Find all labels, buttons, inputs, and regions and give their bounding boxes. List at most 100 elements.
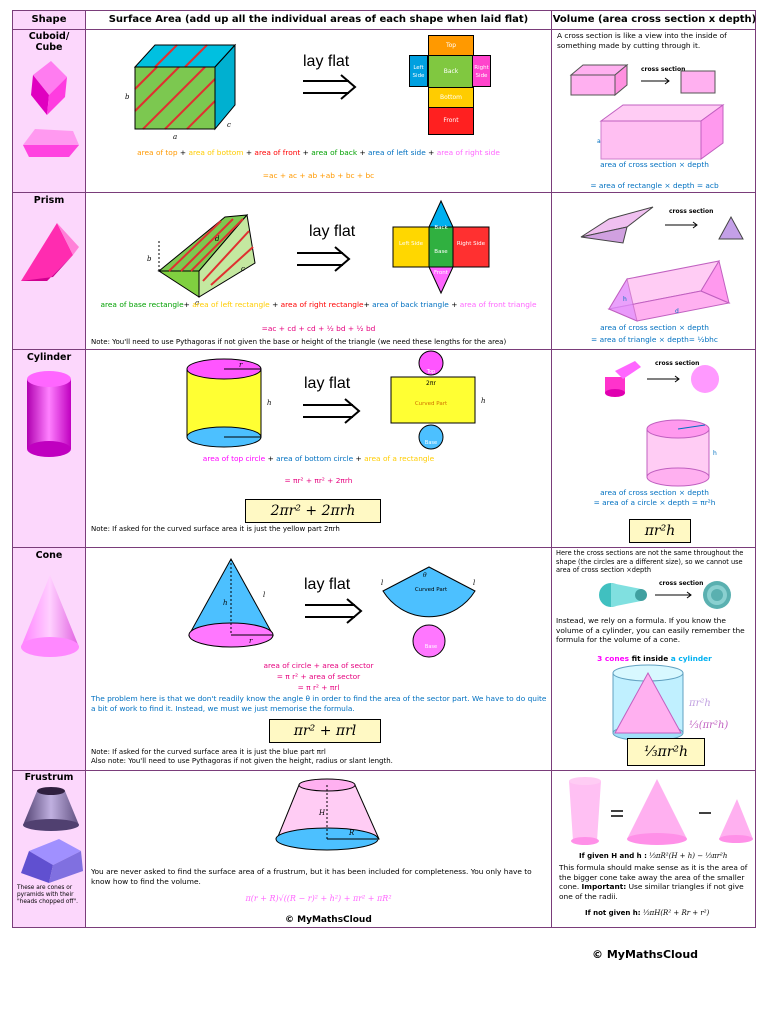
net-left-side: Left Side: [399, 241, 423, 247]
svg-text:r: r: [249, 637, 253, 645]
svg-text:l: l: [473, 579, 475, 587]
prism-volume-2: = area of triangle × depth= ½bhc: [591, 335, 718, 344]
frustrum-diagram: H R: [275, 778, 380, 851]
frustrum-sa-formula: π(r + R)√((R − r)² + h²) + πr² + πR²: [245, 894, 392, 903]
cone-image: [21, 575, 79, 657]
frustrum-if-given-H: If given H and h : ⅓πR²(H + h) − ⅓πr²h: [579, 852, 728, 860]
svg-text:R: R: [348, 829, 355, 837]
lay-flat-label: lay flat: [303, 53, 350, 70]
cylinder-volume-1: area of cross section × depth: [600, 488, 709, 497]
svg-text:cross section: cross section: [669, 208, 713, 215]
cheat-sheet-table: Shape Surface Area (add up all the indiv…: [12, 10, 756, 928]
cuboid-parts: area of top + area of bottom + area of f…: [137, 148, 500, 157]
cone-cross-section-intro: Here the cross sections are not the same…: [556, 549, 744, 574]
shape-name-cylinder: Cylinder: [26, 352, 72, 363]
svg-text:b: b: [147, 255, 152, 263]
net-back: Back: [428, 55, 474, 89]
cylinder-note: Note: If asked for the curved surface ar…: [91, 525, 340, 533]
cylinder-volume-box: πr²h: [629, 519, 691, 543]
arrow-icon: [297, 246, 351, 272]
cuboid-volume-1: area of cross section × depth: [600, 160, 709, 169]
svg-text:h: h: [481, 397, 486, 405]
net-right-side: Right Side: [472, 55, 491, 87]
cross-section-intro: A cross section is like a view into the …: [557, 31, 727, 50]
prism-parts: area of base rectangle+ area of left rec…: [100, 300, 537, 309]
cylinder-diagram: r h: [186, 358, 272, 448]
net-base: Base: [424, 644, 438, 650]
svg-text:cross section: cross section: [655, 360, 699, 367]
arrow-icon: [305, 598, 363, 624]
frustrum-explanation: This formula should make sense as it is …: [559, 863, 748, 901]
cylinder-cross-section-diagram: cross section h: [605, 360, 719, 487]
svg-text:r: r: [239, 361, 243, 369]
frustrum-side-note: These are cones or pyramids with their "…: [17, 885, 78, 905]
prism-cross-section-diagram: cross section h d: [580, 206, 744, 322]
shape-name-cuboid: Cuboid/ Cube: [28, 31, 70, 53]
prism-formula: =ac + cd + cd + ½ bd + ½ bd: [261, 324, 376, 333]
net-base: Base: [434, 249, 448, 255]
svg-text:l: l: [381, 579, 383, 587]
divider: [85, 11, 86, 927]
cone-note-2: Also note: You'll need to use Pythagoras…: [91, 757, 393, 765]
header-volume: Volume (area cross section x depth): [552, 14, 757, 25]
cone-in-cylinder-diagram: [612, 664, 684, 742]
divider: [13, 29, 755, 30]
divider: [13, 547, 755, 548]
svg-text:c: c: [241, 265, 245, 273]
cuboid-cross-section-diagram: cross section a: [569, 63, 725, 160]
net-circumference: 2πr: [426, 380, 436, 387]
svg-text:b: b: [125, 93, 130, 101]
cone-line-1: area of circle + area of sector: [263, 661, 374, 670]
header-shape: Shape: [31, 14, 67, 25]
net-back: Back: [434, 225, 448, 231]
net-top: Top: [426, 369, 436, 375]
net-front: Front: [428, 107, 474, 135]
svg-text:h: h: [223, 599, 228, 607]
cylinder-parts: area of top circle + area of bottom circ…: [202, 454, 435, 463]
cylinder-sa-formula-box: 2πr² + 2πrh: [245, 499, 381, 523]
cylinder-volume-2: = area of a circle × depth = πr²h: [593, 498, 716, 507]
cylinder-formula: = πr² + πr² + 2πrh: [284, 476, 353, 485]
svg-text:cross section: cross section: [659, 580, 703, 587]
net-top: Top: [428, 35, 474, 57]
cone-explanation: The problem here is that we don't readil…: [91, 694, 547, 713]
lay-flat-label: lay flat: [304, 375, 351, 392]
svg-text:a: a: [597, 138, 601, 145]
header-surface-area: Surface Area (add up all the individual …: [108, 14, 529, 25]
shape-column: [13, 11, 85, 927]
net-base: Base: [424, 440, 438, 446]
svg-text:cross section: cross section: [641, 66, 685, 73]
three-cones-caption: 3 cones fit inside a cylinder: [597, 654, 712, 663]
cuboid-formula: =ac + ac + ab +ab + bc + bc: [262, 171, 375, 180]
lay-flat-label: lay flat: [309, 223, 356, 240]
cone-note-1: Note: If asked for the curved surface ar…: [91, 748, 326, 756]
prism-image: [21, 223, 79, 281]
svg-text:h: h: [267, 399, 272, 407]
svg-text:h: h: [623, 296, 627, 303]
svg-text:a: a: [173, 133, 177, 141]
cone-sa-formula-box: πr² + πrl: [269, 719, 381, 743]
svg-text:l: l: [263, 591, 265, 599]
svg-text:d: d: [215, 235, 220, 243]
svg-text:d: d: [675, 308, 679, 315]
cone-diagram: l h r: [188, 557, 274, 648]
svg-text:θ: θ: [423, 572, 427, 579]
cone-rely-text: Instead, we rely on a formula. If you kn…: [556, 616, 745, 644]
shape-name-cone: Cone: [35, 550, 63, 561]
divider: [13, 770, 755, 771]
cone-volume-box: ⅓πr²h: [627, 738, 705, 766]
net-bottom: Bottom: [428, 87, 474, 109]
cone-net: θ l l: [381, 566, 476, 658]
prism-volume-1: area of cross section × depth: [600, 323, 709, 332]
frustrum-image: [21, 787, 83, 883]
arrow-icon: [303, 398, 361, 424]
cuboid-volume-2: = area of rectangle × depth = acb: [590, 181, 719, 190]
cylinder-volume-label: πr²h: [689, 698, 711, 709]
net-curved-part: Curved Part: [414, 401, 448, 407]
cone-volume-label: ⅓(πr²h): [689, 720, 729, 731]
copyright-inner: © MyMathsCloud: [285, 915, 372, 925]
frustrum-volume-diagram: [569, 777, 753, 845]
net-curved-part: Curved Part: [414, 587, 448, 593]
copyright: © MyMathsCloud: [592, 948, 699, 961]
divider: [551, 11, 552, 927]
